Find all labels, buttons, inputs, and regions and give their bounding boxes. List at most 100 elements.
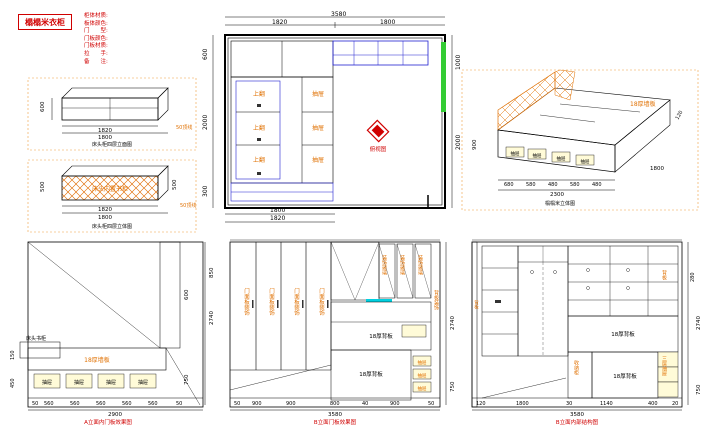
elevA-drawer-1: 抽屉 — [42, 379, 52, 386]
cab2-dim-right: 500 — [172, 179, 178, 190]
elevC-dim-right-1: 2740 — [696, 316, 702, 330]
plan-dim-top-right: 1800 — [380, 19, 395, 26]
spec-door-material: 门板材质: — [84, 43, 108, 50]
plan-caption: 俯视图 — [370, 145, 387, 153]
elevA-dim-5: 560 — [122, 401, 132, 407]
elevB-glass-3: 装饰玻璃 — [417, 254, 423, 276]
plan-label-up-2: 上翻 — [253, 124, 265, 132]
elevation-b-drawing: 门面板装饰 门面板装饰 门面板装饰 门面板装饰 装饰玻璃 装饰玻璃 装饰玻璃 1… — [229, 239, 456, 426]
elevB-dim-right-1: 2740 — [450, 316, 456, 330]
plan-dim-left-bot: 300 — [202, 185, 209, 197]
bed3d-drawer-1: 抽屉 — [511, 150, 520, 157]
elevB-door-1: 门面板装饰 — [243, 287, 250, 317]
elevA-note: 床头书柜 — [26, 335, 46, 342]
elevC-center-label: 18厚背板 — [611, 330, 635, 338]
elevB-dim-7: 50 — [428, 401, 434, 407]
plan-label-up-1: 上翻 — [253, 90, 265, 98]
elevC-dim-right-3: 280 — [690, 272, 696, 282]
elevation-c-drawing: 背板 背板 18厚背板 收纳柜 18厚背板 三层抽屉 — [471, 239, 702, 426]
bed3d-dim-5: 480 — [592, 182, 602, 188]
bed3d-top-label: 18厚墙板 — [630, 100, 656, 108]
elevC-lower-label: 18厚背板 — [613, 372, 637, 380]
plan-label-up-3: 上翻 — [253, 156, 265, 164]
elevB-dim-5: 40 — [362, 401, 368, 407]
elevC-left-label: 背板 — [474, 299, 479, 311]
elevC-shoe-label: 收纳柜 — [573, 359, 579, 376]
elevA-dim-right-4: 750 — [184, 374, 190, 385]
elevB-glass-2: 装饰玻璃 — [399, 254, 405, 276]
brand-logo-icon — [366, 119, 390, 143]
elevC-dim-4: 1140 — [600, 401, 613, 407]
elevB-door-2: 门面板装饰 — [268, 287, 275, 317]
elevA-dim-3: 560 — [70, 401, 80, 407]
cab1-caption: 床头柜四层立面图 — [92, 141, 132, 148]
elevC-dim-5: 400 — [648, 401, 658, 407]
window-green — [441, 42, 446, 112]
cabinet-2-drawing: 床头内置书柜 1820 1800 500 500 50顶线 床头柜四层立体图 — [27, 159, 196, 233]
elevA-dim-6: 560 — [148, 401, 158, 407]
elevC-dim-right-2: 750 — [696, 384, 702, 395]
drawing-title: 榻榻米衣柜 — [25, 17, 65, 27]
bed3d-drawer-2: 抽屉 — [533, 152, 542, 159]
elevA-bed-label: 18厚墙板 — [84, 356, 110, 364]
elevA-dim-2: 560 — [44, 401, 54, 407]
elevB-small-drawer-3: 抽屉 — [418, 385, 427, 392]
plan-dim-top-left: 1820 — [272, 19, 287, 26]
plan-dim-bottom-1: 1800 — [270, 207, 285, 214]
cab1-side-label: 50顶线 — [176, 124, 192, 131]
bed3d-dim-total: 2300 — [550, 192, 564, 198]
bed3d-drawer-4: 抽屉 — [581, 158, 590, 165]
spec-door-color: 门板颜色: — [84, 35, 108, 42]
bed3d-dim-right-2: 120 — [675, 110, 685, 121]
cab2-caption: 床头柜四层立体图 — [92, 223, 132, 230]
elevation-a-drawing: 床头书柜 18厚墙板 抽屉 抽屉 抽屉 抽屉 50 560 560 560 56… — [10, 241, 215, 426]
cabinet-1-drawing: 1820 1800 600 50顶线 床头柜四层立面图 — [27, 77, 197, 151]
elevB-lower-label: 18厚背板 — [359, 370, 383, 378]
elevB-dim-1: 50 — [234, 401, 240, 407]
top-view-plan: 3580 1820 1800 上翻 上翻 上翻 抽屉 抽屉 抽屉 — [202, 11, 462, 223]
cab2-dim-left: 500 — [40, 181, 46, 192]
elevA-dim-right-2: 2740 — [209, 311, 215, 325]
cab2-side-label: 50顶线 — [180, 202, 196, 209]
elevB-right-label: 背板装饰 — [433, 289, 439, 311]
elevA-drawer-3: 抽屉 — [106, 379, 116, 386]
elevC-dim-1: 120 — [476, 401, 486, 407]
elevB-dim-6: 900 — [390, 401, 400, 407]
spec-material: 柜体材质: — [84, 13, 108, 19]
cab1-dim-left: 600 — [40, 101, 46, 112]
spec-door-type: 门 型: — [84, 28, 108, 35]
elevB-door-4: 门面板装饰 — [318, 287, 325, 317]
bed3d-drawer-3: 抽屉 — [557, 155, 566, 162]
elevA-dim-4: 560 — [96, 401, 106, 407]
elevB-dim-right-2: 750 — [450, 381, 456, 392]
elevC-right-label: 三层抽屉 — [661, 356, 667, 377]
spec-handle: 拉 手: — [84, 50, 108, 57]
elevC-dim-total: 3580 — [570, 412, 584, 418]
elevB-small-drawer-2: 抽屉 — [418, 372, 427, 379]
elevB-door-3: 门面板装饰 — [293, 287, 300, 317]
plan-dim-left-top: 600 — [202, 48, 209, 60]
bed3d-dim-3: 480 — [548, 182, 558, 188]
bed3d-caption: 榻榻米立体图 — [545, 200, 575, 207]
plan-blue-cabinet — [332, 40, 429, 66]
elevA-caption: A立面内门板效果图 — [84, 418, 132, 426]
elevA-dim-7: 50 — [176, 401, 182, 407]
bed3d-dim-1: 680 — [504, 182, 514, 188]
elevB-dim-total: 3580 — [328, 412, 342, 418]
elevA-dim-right-3: 600 — [184, 289, 190, 300]
elevC-dim-6: 20 — [672, 401, 678, 407]
cab2-inner-label: 床头内置书柜 — [92, 185, 128, 193]
drawing-title-box: 榻榻米衣柜 — [18, 14, 72, 30]
spec-board-color: 板体颜色: — [84, 20, 108, 27]
plan-dim-right-bot: 2000 — [455, 135, 462, 150]
spec-notes: 备 注: — [84, 58, 108, 65]
bed-3d-drawing: 18厚墙板 抽屉 抽屉 抽屉 抽屉 680 580 480 580 480 23… — [461, 69, 699, 211]
cab1-dim-2: 1800 — [98, 135, 112, 141]
bed3d-dim-2: 580 — [526, 182, 536, 188]
elevB-caption: B立面门板效果图 — [314, 418, 357, 426]
cab2-dim-1: 1820 — [98, 207, 112, 213]
bed3d-dim-right-1: 1800 — [650, 166, 664, 172]
plan-label-drawer-1: 抽屉 — [312, 90, 324, 98]
elevB-dim-2: 900 — [252, 401, 262, 407]
